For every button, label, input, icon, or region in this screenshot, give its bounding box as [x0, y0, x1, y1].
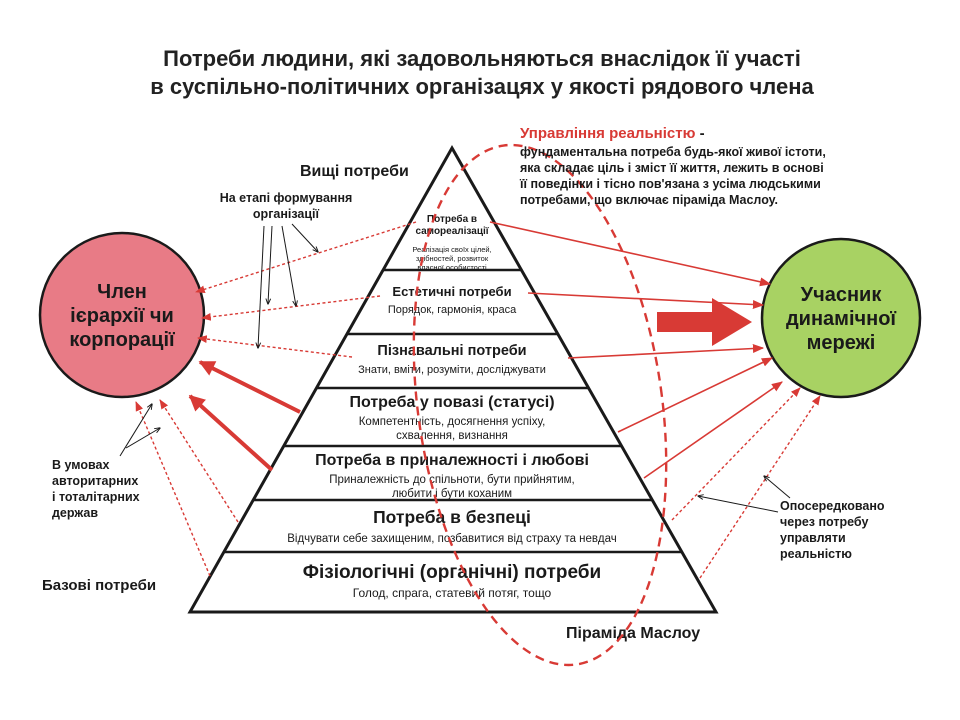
pyramid-level-title: Фізіологічні (органічні) потреби — [303, 562, 601, 583]
svg-text:реальністю: реальністю — [780, 547, 852, 561]
svg-text:через потребу: через потребу — [780, 515, 868, 529]
mediated-pointer-arrows — [698, 476, 791, 513]
big-red-arrow — [657, 298, 752, 346]
higher-needs-label: Вищі потреби — [300, 163, 409, 180]
svg-text:потребами, що включає піраміда: потребами, що включає піраміда Маслоу. — [520, 193, 778, 207]
pyramid-level-title: Пізнавальні потреби — [377, 343, 526, 359]
svg-text:яка складає ціль і зміст її ж: яка складає ціль і зміст її життя, лежит… — [520, 161, 824, 175]
svg-text:В умовах: В умовах — [52, 458, 109, 472]
pyramid-level-title: Естетичні потреби — [392, 284, 511, 299]
pyramid-level-title: Потреба у повазі (статусі) — [349, 394, 554, 411]
svg-text:Опосередковано: Опосередковано — [780, 499, 885, 513]
pyramid-level-title: Потреба в безпеці — [373, 507, 531, 527]
pyramid-level-5: Потреба в приналежності і любовіПриналеж… — [315, 452, 589, 500]
svg-text:Управління реальністю -: Управління реальністю - — [520, 125, 705, 142]
arrows-to-left-circle — [135, 221, 417, 577]
pyramid-level-4: Потреба у повазі (статусі) Компетентність… — [349, 394, 554, 442]
pyramid-level-description: Порядок, гармонія, краса — [388, 304, 517, 316]
pyramid-level-description: Відчувати себе захищеним, позбавитися ві… — [287, 533, 617, 545]
reality-management-note: Управління реальністю - фундаментальна п… — [519, 125, 826, 207]
svg-text:управляти: управляти — [780, 531, 846, 545]
svg-text:і тоталітарних: і тоталітарних — [52, 490, 140, 504]
svg-text:фундаментальна потреба будь-як: фундаментальна потреба будь-якої живої і… — [520, 145, 826, 159]
authoritarian-note: В умовах авторитарних і тоталітарних дер… — [52, 458, 140, 520]
arrows-to-right-circle — [489, 221, 821, 579]
svg-text:її поведінки і тісно пов'язана: її поведінки і тісно пов'язана з усіма л… — [519, 177, 821, 191]
formation-pointer-arrows — [258, 223, 318, 348]
pyramid-level-description: Компетентність, досягнення успіху,схвале… — [359, 416, 546, 442]
authoritarian-pointer-arrows — [119, 404, 160, 457]
pyramid-level-description: Приналежність до спільноти, бути прийнят… — [329, 474, 575, 500]
svg-text:держав: держав — [52, 506, 98, 520]
svg-text:авторитарних: авторитарних — [52, 474, 138, 488]
formation-note-line-1: На етапі формування — [220, 191, 353, 205]
pyramid-level-description: Знати, вміти, розуміти, досліджувати — [358, 364, 546, 376]
formation-note-line-2: організації — [253, 207, 320, 221]
reality-management-ellipse — [412, 143, 668, 667]
pyramid-level-description: Реалізація своїх цілей,здібностей, розви… — [412, 245, 491, 272]
base-needs-label: Базові потреби — [42, 577, 156, 594]
pyramid-level-title: Потреба в приналежності і любові — [315, 452, 589, 469]
pyramid-caption: Піраміда Маслоу — [566, 625, 700, 642]
pyramid-level-description: Голод, спрага, статевий потяг, тощо — [353, 586, 552, 600]
pyramid-outline — [187, 144, 719, 614]
reality-management-heading: Управління реальністю — [520, 125, 696, 142]
title-line-1: Потреби людини, які задовольняються внас… — [163, 46, 801, 71]
title-line-2: в суспільно-політичних організацях у яко… — [150, 74, 814, 99]
mediated-note: Опосередковано через потребу управляти р… — [780, 499, 885, 561]
